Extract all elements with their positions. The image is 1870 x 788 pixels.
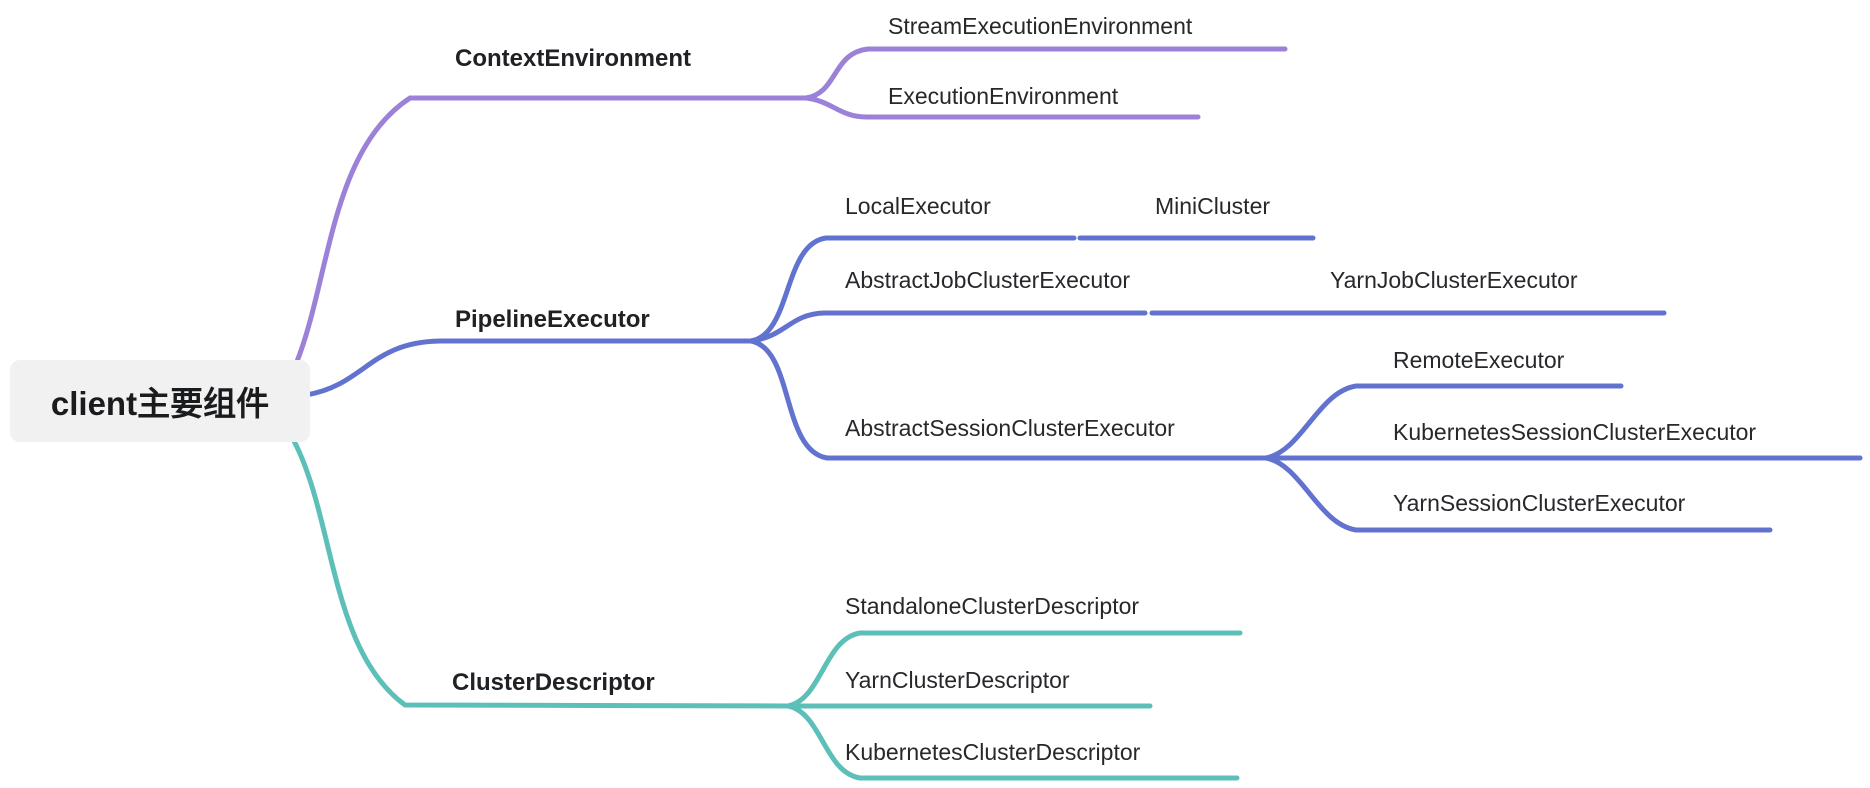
node-execution-environment[interactable]: ExecutionEnvironment [888, 83, 1119, 109]
branch-stream-execution-environment-line [803, 46, 1288, 101]
branch-execution-environment-line [803, 95, 1201, 120]
branch-remote-executor-line [1263, 383, 1624, 461]
node-abstract-job-cluster-executor[interactable]: AbstractJobClusterExecutor [845, 267, 1131, 293]
branch-yarn-session-cluster-executor-line [1263, 455, 1773, 533]
node-abstract-session-cluster-executor[interactable]: AbstractSessionClusterExecutor [845, 415, 1175, 441]
branch-abstract-session-cluster-executor-line [748, 338, 1269, 461]
branch-standalone-cluster-descriptor-line [785, 630, 1243, 709]
node-yarn-cluster-descriptor[interactable]: YarnClusterDescriptor [845, 667, 1070, 693]
node-yarn-job-cluster-executor[interactable]: YarnJobClusterExecutor [1330, 267, 1578, 293]
node-remote-executor[interactable]: RemoteExecutor [1393, 347, 1565, 373]
node-stream-execution-environment[interactable]: StreamExecutionEnvironment [888, 13, 1193, 39]
node-yarn-session-cluster-executor[interactable]: YarnSessionClusterExecutor [1393, 490, 1686, 516]
branch-abstract-job-cluster-executor-line [748, 310, 1148, 344]
branch-context-environment-line [293, 95, 809, 367]
node-root[interactable]: client主要组件 [10, 360, 310, 442]
branch-kubernetes-cluster-descriptor-line [785, 703, 1240, 781]
node-local-executor[interactable]: LocalExecutor [845, 193, 991, 219]
node-standalone-cluster-descriptor[interactable]: StandaloneClusterDescriptor [845, 593, 1140, 619]
node-pipeline-executor[interactable]: PipelineExecutor [455, 306, 650, 333]
branch-local-executor-line [748, 235, 1077, 344]
node-mini-cluster[interactable]: MiniCluster [1155, 193, 1271, 219]
node-kubernetes-session-cluster-executor[interactable]: KubernetesSessionClusterExecutor [1393, 419, 1757, 445]
node-context-environment[interactable]: ContextEnvironment [455, 45, 692, 72]
node-cluster-descriptor[interactable]: ClusterDescriptor [452, 669, 655, 696]
branch-pipeline-executor-line [303, 338, 754, 398]
node-kubernetes-cluster-descriptor[interactable]: KubernetesClusterDescriptor [845, 739, 1141, 765]
branch-cluster-descriptor-line [291, 438, 791, 709]
